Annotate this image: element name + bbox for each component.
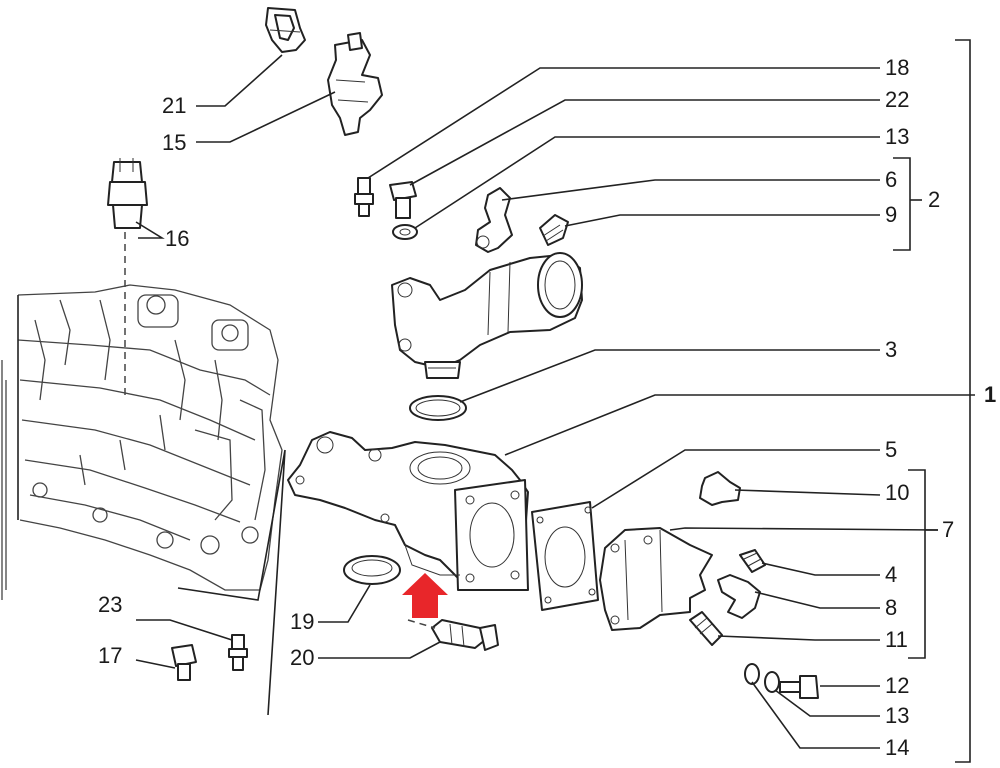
part-10-elbow: [699, 471, 741, 506]
callout-3: 3: [885, 337, 897, 362]
callout-22: 22: [885, 87, 909, 112]
cut-line: [177, 449, 286, 716]
callout-10: 10: [885, 480, 909, 505]
callout-23: 23: [98, 592, 122, 617]
part-21-clip: [265, 7, 306, 53]
engine-block: [1, 284, 283, 600]
callout-13-bottom: 13: [885, 703, 909, 728]
part-23-stud: [228, 634, 248, 671]
callout-11: 11: [885, 627, 908, 652]
callout-16: 16: [165, 226, 189, 251]
bracket-7: [908, 469, 938, 659]
part-4-plug: [739, 549, 766, 573]
callout-17: 17: [98, 643, 122, 668]
part-22-bolt: [389, 181, 417, 219]
part-13-washer-bottom: [764, 671, 780, 693]
callout-14: 14: [885, 735, 909, 760]
callout-1: 1: [984, 382, 996, 407]
part-11-stud: [689, 611, 723, 646]
part-18-stud: [354, 177, 374, 217]
part-9-plug: [539, 214, 569, 246]
part-19-seal: [343, 555, 401, 585]
callout-18: 18: [885, 55, 909, 80]
callout-15: 15: [162, 130, 186, 155]
leader-lines: [135, 54, 975, 749]
part-20-sensor: [431, 619, 499, 651]
callout-19: 19: [290, 609, 314, 634]
part-5-gasket: [531, 501, 599, 611]
part-17-bolt: [171, 644, 197, 681]
bracket-1: [955, 39, 971, 763]
callout-4: 4: [885, 562, 897, 587]
part-8-fitting: [717, 574, 761, 619]
bracket-2: [893, 157, 922, 251]
callout-9: 9: [885, 202, 897, 227]
callout-12: 12: [885, 673, 909, 698]
red-arrow-icon: [402, 573, 448, 618]
callout-6: 6: [885, 167, 897, 192]
part-14-washer: [744, 663, 760, 685]
callout-21: 21: [162, 93, 186, 118]
callout-5: 5: [885, 437, 897, 462]
part-6-elbow: [475, 187, 513, 253]
part-15-connector: [327, 32, 383, 136]
callout-8: 8: [885, 595, 897, 620]
callout-20: 20: [290, 645, 314, 670]
part-13-washer-top: [392, 224, 418, 240]
part-7-cover: [599, 527, 713, 631]
part-12-bolt: [779, 675, 819, 699]
part-16-sensor: [107, 158, 148, 229]
callout-13-top: 13: [885, 124, 909, 149]
callout-7: 7: [942, 517, 954, 542]
part-2-thermostat-housing: [391, 252, 583, 379]
callout-2: 2: [928, 187, 940, 212]
part-1-outlet-body: [287, 431, 529, 591]
callout-labels: 21 15 16 18 22 13 6 9 2 3 1 5 10 7 4 8 1…: [98, 55, 996, 760]
